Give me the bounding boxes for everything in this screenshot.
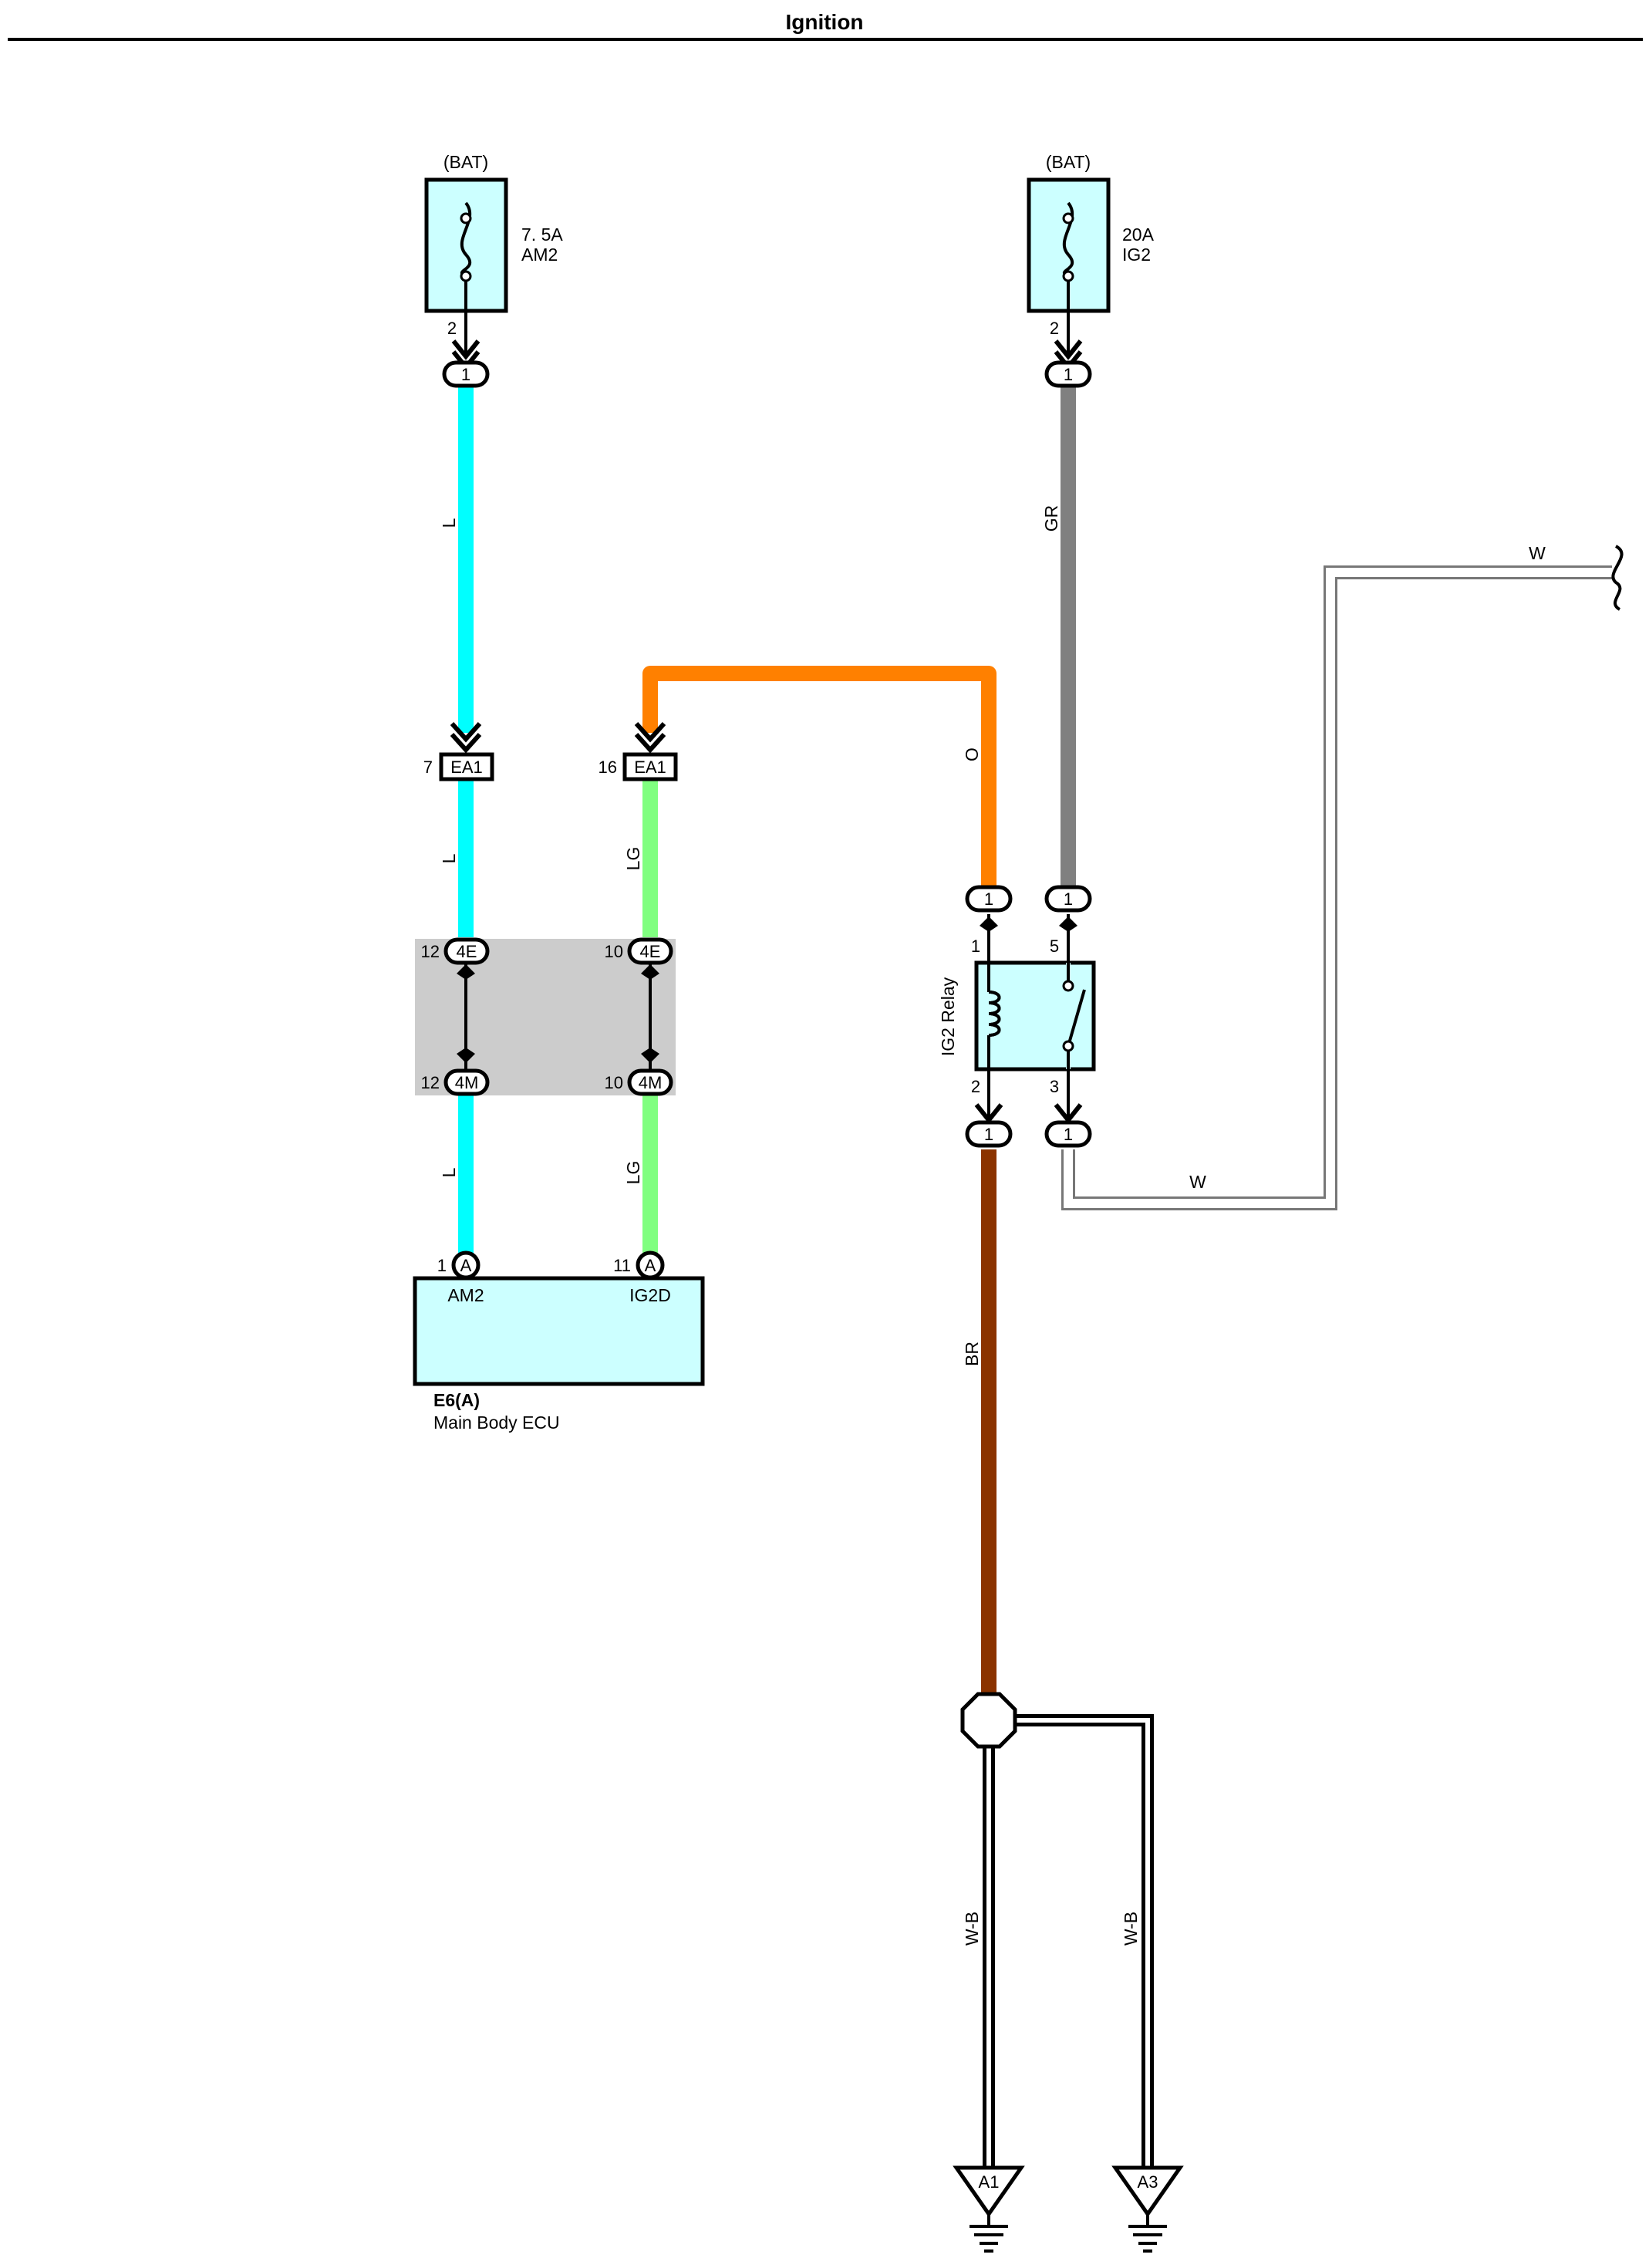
wire-label-relay-ground: BR [962,1342,982,1366]
ecu-name: Main Body ECU [433,1412,560,1433]
diagram-title: Ignition [785,10,863,34]
ground-a3-label: A3 [1138,2172,1158,2192]
fuse-icon [460,201,472,311]
connector-fuse-ig2-pin: 1 [1064,365,1073,384]
wire-relay-output[interactable] [1061,565,1612,1210]
ecu-code: E6(A) [433,1390,480,1410]
connector-ecu-right[interactable]: A 11 [613,1250,665,1280]
wire-label-ground-a3: W-B [1121,1912,1141,1946]
ground-icon [970,2214,1008,2253]
ground-a1-label: A1 [979,2172,1000,2192]
ecu-terminal-ig2d: IG2D [629,1285,671,1305]
connector-relay-coil-in[interactable]: 1 [965,885,1013,913]
connector-4e-left-label: 4E [457,942,477,961]
connector-4m-left[interactable]: 4M 12 [421,1068,490,1096]
relay-pin-coil-out: 2 [971,1077,980,1096]
connector-4e-right[interactable]: 4E 10 [605,937,673,965]
connector-4e-left[interactable]: 4E 12 [421,937,490,965]
connector-4e-right-label: 4E [640,942,661,961]
fuse-ig2-pin: 2 [1050,319,1059,338]
offpage-break-icon [1611,545,1624,611]
ground-icon [1128,2214,1167,2253]
coil-icon [986,963,1001,1069]
fuse-am2-supply: (BAT) [443,152,488,172]
connector-ea1-left[interactable]: EA1 7 [423,721,494,781]
relay-pin-switch-in: 5 [1050,937,1059,956]
junction-pass-left [457,964,475,1072]
wire-label-relay-output-offpage: W [1529,543,1546,563]
wire-relay-coil-feed[interactable] [642,666,996,887]
fuse-ig2-name: IG2 [1122,245,1151,265]
connector-relay-switch-out-pin: 1 [1064,1125,1073,1144]
fuse-ig2-supply: (BAT) [1046,152,1091,172]
connector-ea1-right-label: EA1 [634,758,666,777]
connector-4m-left-label: 4M [455,1073,479,1092]
ground-a3[interactable]: A3 [1111,2165,1184,2253]
connector-4e-left-pin: 12 [421,942,440,961]
splice-point[interactable] [960,1692,1017,1749]
wire-label-ground-a1: W-B [962,1912,982,1946]
relay-pin-coil-in: 1 [971,937,980,956]
connector-4m-left-pin: 12 [421,1073,440,1092]
wire-label-ig2d-lower: LG [623,1161,643,1185]
wire-label-relay-coil-feed: O [962,748,982,761]
switch-icon [1062,963,1086,1069]
fuse-am2[interactable]: (BAT) 7. 5A AM2 2 [424,152,563,371]
connector-relay-switch-in-pin: 1 [1064,889,1073,909]
fuse-am2-pin: 2 [447,319,457,338]
connector-relay-switch-in[interactable]: 1 [1044,885,1092,913]
wire-label-ig2d-middle: LG [623,847,643,871]
wire-label-am2-upper: L [439,518,459,528]
wire-ground-a3[interactable] [1003,1714,1154,2172]
connector-4m-right[interactable]: 4M 10 [605,1068,673,1096]
connector-4m-right-label: 4M [639,1073,663,1092]
wire-label-am2-lower: L [439,1167,459,1177]
wire-label-relay-switch-feed: GR [1041,505,1061,532]
ecu-terminal-am2: AM2 [447,1285,484,1305]
connector-ea1-right-pin: 16 [599,758,617,777]
connector-relay-coil-out-pin: 1 [984,1125,993,1144]
connector-ecu-right-label: A [645,1256,656,1275]
fuse-ig2-rating: 20A [1122,224,1155,245]
connector-4e-right-pin: 10 [605,942,623,961]
fuse-am2-rating: 7. 5A [521,224,563,245]
main-body-ecu[interactable]: AM2 IG2D E6(A) Main Body ECU [413,1276,705,1433]
connector-relay-coil-out[interactable]: 1 [965,1120,1013,1148]
fuse-icon [1062,201,1074,311]
relay-pin-switch-out: 3 [1050,1077,1059,1096]
connector-ea1-left-label: EA1 [450,758,483,777]
connector-relay-coil-in-pin: 1 [984,889,993,909]
junction-pass-right [641,964,659,1072]
connector-4m-right-pin: 10 [605,1073,623,1092]
ig2-relay[interactable]: IG2 Relay 1 5 2 3 [938,914,1096,1124]
fuse-ig2[interactable]: (BAT) 20A IG2 2 [1027,152,1155,371]
wire-label-relay-output: W [1189,1172,1206,1192]
connector-ea1-left-pin: 7 [423,758,433,777]
connector-ecu-right-pin: 11 [613,1256,631,1275]
relay-name: IG2 Relay [938,977,958,1056]
connector-ea1-right[interactable]: EA1 16 [599,721,678,781]
connector-ecu-left-pin: 1 [437,1256,447,1275]
connector-fuse-ig2[interactable]: 1 [1044,360,1092,388]
connector-ecu-left-label: A [460,1256,472,1275]
connector-fuse-am2-pin: 1 [461,365,470,384]
connector-ecu-left[interactable]: A 1 [437,1250,481,1280]
ground-a1[interactable]: A1 [953,2165,1025,2253]
connector-relay-switch-out[interactable]: 1 [1044,1120,1092,1148]
fuse-am2-name: AM2 [521,245,558,265]
connector-fuse-am2[interactable]: 1 [442,360,490,388]
wire-label-am2-middle: L [439,853,459,863]
